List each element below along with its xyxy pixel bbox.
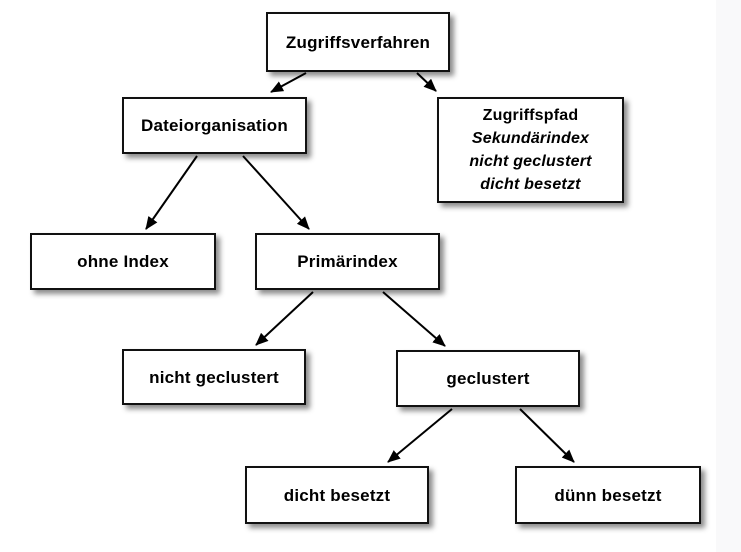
arrow-root-to-zugriffspfad bbox=[416, 72, 437, 92]
node-duenn-besetzt: dünn besetzt bbox=[515, 466, 701, 524]
arrow-geclustert-to-duenn-besetzt bbox=[519, 408, 575, 463]
node-label: geclustert bbox=[446, 369, 530, 388]
node-dateiorganisation: Dateiorganisation bbox=[122, 97, 307, 154]
node-label-line-3: nicht geclustert bbox=[469, 153, 592, 170]
node-nicht-geclustert: nicht geclustert bbox=[122, 349, 306, 405]
node-dicht-besetzt: dicht besetzt bbox=[245, 466, 429, 524]
node-primaerindex: Primärindex bbox=[255, 233, 440, 290]
node-label: Zugriffsverfahren bbox=[285, 32, 431, 52]
arrow-primaerindex-to-nicht-geclustert bbox=[255, 291, 314, 346]
node-label-line-4: dicht besetzt bbox=[480, 176, 581, 193]
arrow-root-to-dateiorganisation bbox=[270, 72, 307, 93]
node-ohne-index: ohne Index bbox=[30, 233, 216, 290]
node-label: Dateiorganisation bbox=[141, 116, 288, 135]
node-label-line-2: Sekundärindex bbox=[471, 130, 590, 147]
node-geclustert: geclustert bbox=[396, 350, 580, 407]
node-label: Primärindex bbox=[297, 252, 398, 271]
node-label: dicht besetzt bbox=[283, 485, 391, 505]
node-zugriffsverfahren: Zugriffsverfahren bbox=[266, 12, 450, 72]
arrow-geclustert-to-dicht-besetzt bbox=[387, 408, 453, 463]
node-label: ohne Index bbox=[77, 252, 169, 271]
arrow-dateiorganisation-to-ohne-index bbox=[145, 155, 198, 230]
node-label: nicht geclustert bbox=[149, 367, 279, 387]
node-label-line-1: Zugriffspfad bbox=[482, 107, 579, 124]
node-label: dünn besetzt bbox=[554, 485, 662, 505]
arrow-dateiorganisation-to-primaerindex bbox=[242, 155, 310, 230]
right-gutter bbox=[716, 0, 741, 552]
arrow-primaerindex-to-geclustert bbox=[382, 291, 446, 347]
node-zugriffspfad: Zugriffspfad Sekundärindex nicht geclust… bbox=[437, 97, 624, 203]
